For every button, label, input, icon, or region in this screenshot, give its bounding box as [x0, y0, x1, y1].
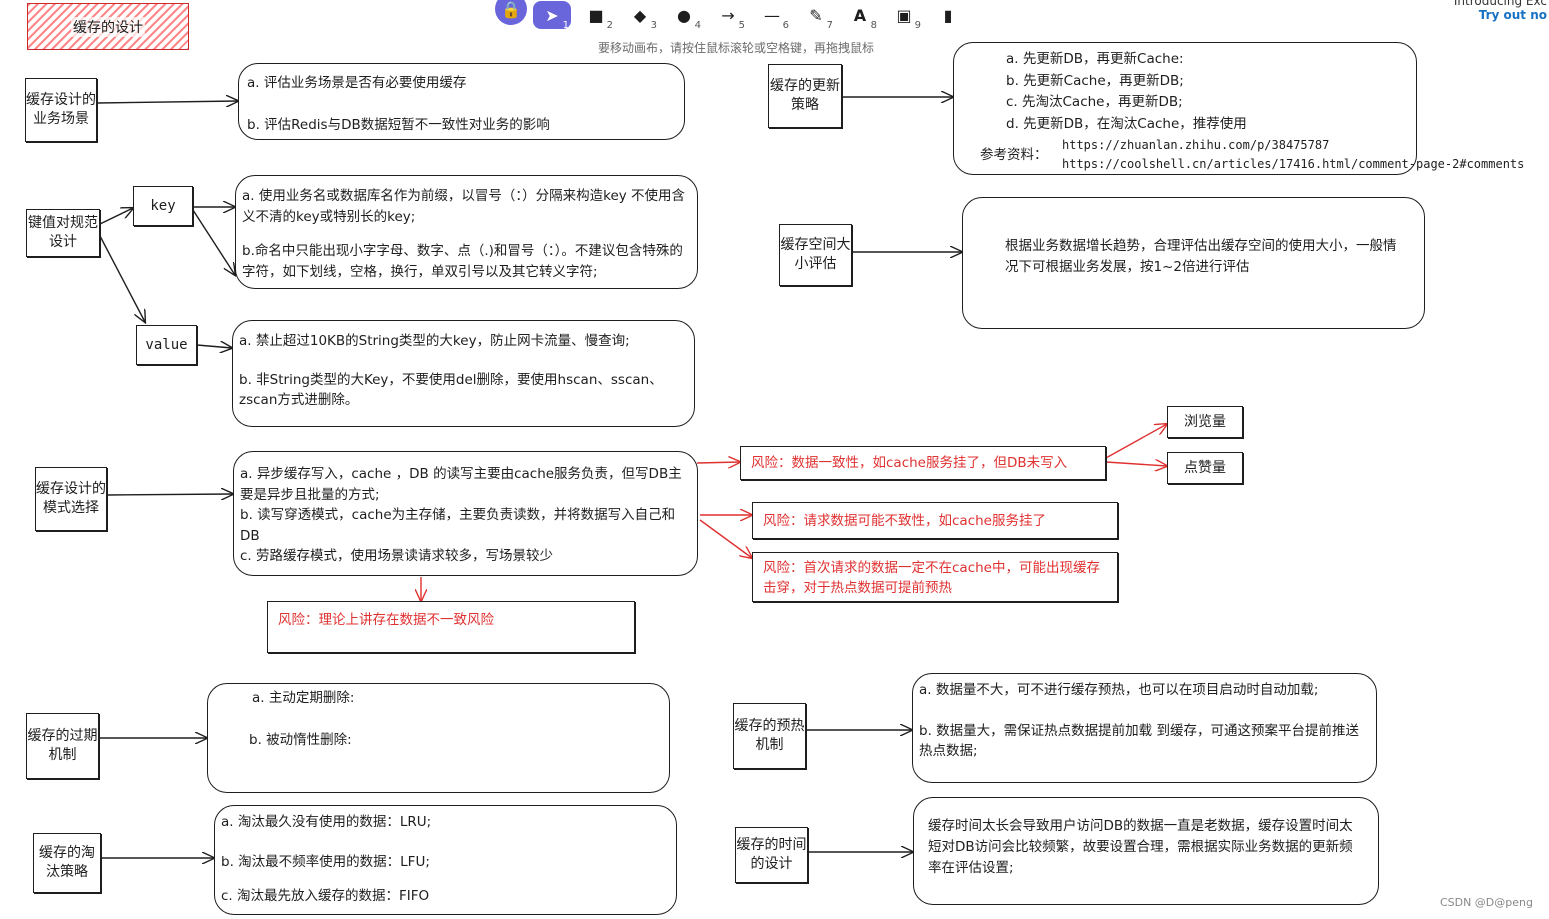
risk-b-text: 风险：请求数据可能不致性，如cache服务挂了: [763, 513, 1046, 529]
views-node: 浏览量: [1167, 406, 1243, 438]
rectangle-tool-button[interactable]: ■2: [588, 5, 613, 32]
update-item-a: a. 先更新DB，再更新Cache:: [1006, 51, 1184, 67]
line-tool-button[interactable]: —6: [764, 5, 789, 32]
arrow-kv-key: [99, 208, 133, 225]
space-estimate-text: 根据业务数据增长趋势，合理评估出缓存空间的使用大小，一般情况下可根据业务发展，按…: [1005, 238, 1397, 275]
update-strategy-node: 缓存的更新策略: [768, 64, 842, 128]
update-item-d: d. 先更新DB，在淘汰Cache，推荐使用: [1006, 115, 1247, 132]
business-scenario-box: a. 评估业务场景是否有必要使用缓存 b. 评估Redis与DB数据短暂不一致性…: [238, 63, 685, 140]
expiry-node: 缓存的过期机制: [26, 713, 99, 779]
update-ref-links: https://zhuanlan.zhihu.com/p/38475787 ht…: [1062, 136, 1524, 174]
value-spec-box: a. 禁止超过10KB的String类型的大key，防止网卡流量、慢查询; b.…: [232, 320, 695, 427]
pattern-box: a. 异步缓存写入，cache ，DB 的读写主要由cache服务负责，但写DB…: [233, 451, 698, 576]
line-tool-shortcut: 6: [782, 20, 789, 31]
eviction-item-c: c. 淘汰最先放入缓存的数据：FIFO: [221, 888, 430, 904]
image-tool-shortcut: 9: [914, 20, 921, 31]
update-ref-link-1[interactable]: https://zhuanlan.zhihu.com/p/38475787: [1062, 138, 1330, 152]
eviction-item-a: a. 淘汰最久没有使用的数据：LRU;: [221, 814, 432, 830]
diamond-tool-button[interactable]: ◆3: [633, 5, 657, 32]
update-ref-label: 参考资料：: [980, 147, 1048, 163]
time-design-node: 缓存的时间的设计: [735, 827, 808, 883]
business-item-b: b. 评估Redis与DB数据短暂不一致性对业务的影响: [247, 116, 550, 133]
ellipse-tool-shortcut: 4: [694, 20, 701, 31]
ellipse-tool-button[interactable]: ●4: [677, 5, 701, 32]
eviction-item-b: b. 淘汰最不频率使用的数据：LFU;: [221, 854, 430, 870]
text-tool-shortcut: 8: [870, 20, 877, 31]
promo-link[interactable]: Try out no: [1478, 8, 1547, 22]
diagram-title: 缓存的设计: [27, 3, 189, 50]
draw-tool-shortcut: 7: [826, 20, 833, 31]
update-item-b: b. 先更新Cache，再更新DB;: [1006, 72, 1184, 89]
space-estimate-box: 根据业务数据增长趋势，合理评估出缓存空间的使用大小，一般情况下可根据业务发展，按…: [962, 197, 1425, 329]
key-item-b: b.命名中只能出现小字字母、数字、点（.)和冒号（：）。不建议包含特殊的字符，如…: [242, 243, 683, 280]
arrow-kv-value: [99, 235, 145, 322]
value-item-b: b. 非String类型的大Key，不要使用del删除，要使用hscan、ssc…: [239, 371, 663, 409]
risk-arrow-views: [1105, 424, 1167, 459]
promo-title: Introducing Exc: [1453, 0, 1547, 8]
library-icon[interactable]: ▮: [943, 5, 953, 25]
preheat-node: 缓存的预热机制: [733, 703, 806, 769]
risk-c-text: 风险：首次请求的数据一定不在cache中，可能出现缓存击穿，对于热点数据可提前预…: [763, 560, 1100, 596]
diamond-tool-shortcut: 3: [650, 20, 657, 31]
lock-icon[interactable]: 🔒: [495, 0, 527, 25]
arrow-tool-shortcut: 5: [738, 20, 745, 31]
kv-spec-node: 键值对规范设计: [26, 209, 100, 257]
key-spec-box: a. 使用业务名或数据库名作为前缀，以冒号（：）分隔来构造key 不使用含义不清…: [235, 175, 698, 289]
space-estimate-node: 缓存空间大小评估: [779, 224, 852, 286]
risk-arrow-a: [696, 462, 740, 463]
update-strategy-box: a. 先更新DB，再更新Cache: b. 先更新Cache，再更新DB; c.…: [953, 42, 1417, 175]
business-scenario-node: 缓存设计的业务场景: [25, 78, 97, 142]
arrow-key-b: [192, 209, 235, 275]
preheat-box: a. 数据量不大，可不进行缓存预热，也可以在项目启动时自动加载; b. 数据量大…: [912, 673, 1377, 783]
eviction-node: 缓存的淘汰策略: [33, 833, 101, 893]
business-item-a: a. 评估业务场景是否有必要使用缓存: [247, 75, 467, 91]
expiry-box: a. 主动定期删除: b. 被动惰性删除:: [207, 683, 670, 793]
risk-a-box: 风险：数据一致性，如cache服务挂了，但DB未写入: [740, 446, 1106, 480]
arrow-business: [96, 101, 238, 103]
canvas-hint: 要移动画布，请按住鼠标滚轮或空格键，再拖拽鼠标: [597, 41, 874, 55]
time-design-box: 缓存时间太长会导致用户访问DB的数据一直是老数据，缓存设置时间太短对DB访问会比…: [913, 797, 1379, 905]
key-node: key: [133, 186, 193, 226]
watermark: CSDN @D@peng: [1439, 896, 1533, 909]
eviction-box: a. 淘汰最久没有使用的数据：LRU; b. 淘汰最不频率使用的数据：LFU; …: [214, 805, 677, 915]
image-tool-button[interactable]: ▣9: [896, 5, 921, 32]
likes-node: 点赞量: [1167, 452, 1243, 484]
pattern-item-c: c. 劳路缓存模式，使用场景读请求较多，写场景较少: [240, 548, 554, 564]
select-tool-button[interactable]: ➤1: [533, 1, 571, 31]
pattern-item-b: b. 读写穿透模式，cache为主存储，主要负责读数，并将数据写入自己和DB: [240, 507, 676, 544]
arrow-pattern: [106, 494, 233, 495]
value-node: value: [136, 325, 197, 365]
risk-bottom-text: 风险：理论上讲存在数据不一致风险: [278, 612, 494, 628]
pattern-node: 缓存设计的模式选择: [35, 467, 107, 531]
value-node-label: value: [145, 336, 188, 353]
risk-b-box: 风险：请求数据可能不致性，如cache服务挂了: [752, 502, 1118, 539]
diagram-title-text: 缓存的设计: [71, 16, 145, 37]
arrow-value: [196, 345, 232, 348]
expiry-item-a: a. 主动定期删除:: [252, 690, 355, 706]
rectangle-tool-shortcut: 2: [606, 20, 613, 31]
time-design-text: 缓存时间太长会导致用户访问DB的数据一直是老数据，缓存设置时间太短对DB访问会比…: [928, 818, 1353, 876]
preheat-item-a: a. 数据量不大，可不进行缓存预热，也可以在项目启动时自动加载;: [919, 682, 1319, 698]
risk-c-box: 风险：首次请求的数据一定不在cache中，可能出现缓存击穿，对于热点数据可提前预…: [752, 552, 1118, 602]
arrow-tool-button[interactable]: →5: [721, 5, 745, 32]
update-item-c: c. 先淘汰Cache，再更新DB;: [1006, 94, 1183, 110]
risk-arrow-c: [699, 519, 752, 558]
key-node-label: key: [150, 197, 176, 214]
risk-bottom-box: 风险：理论上讲存在数据不一致风险: [267, 601, 635, 653]
value-item-a: a. 禁止超过10KB的String类型的大key，防止网卡流量、慢查询;: [239, 333, 630, 349]
update-ref-link-2[interactable]: https://coolshell.cn/articles/17416.html…: [1062, 157, 1525, 171]
key-item-a: a. 使用业务名或数据库名作为前缀，以冒号（：）分隔来构造key 不使用含义不清…: [242, 188, 686, 225]
select-tool-shortcut: 1: [562, 20, 569, 31]
pattern-item-a: a. 异步缓存写入，cache ，DB 的读写主要由cache服务负责，但写DB…: [240, 466, 682, 503]
draw-tool-button[interactable]: ✎7: [809, 5, 833, 32]
expiry-item-b: b. 被动惰性删除:: [249, 731, 352, 748]
risk-arrow-likes: [1105, 462, 1167, 466]
risk-a-text: 风险：数据一致性，如cache服务挂了，但DB未写入: [751, 455, 1068, 471]
preheat-item-b: b. 数据量大，需保证热点数据提前加载 到缓存，可通这预案平台提前推送热点数据;: [919, 722, 1359, 760]
